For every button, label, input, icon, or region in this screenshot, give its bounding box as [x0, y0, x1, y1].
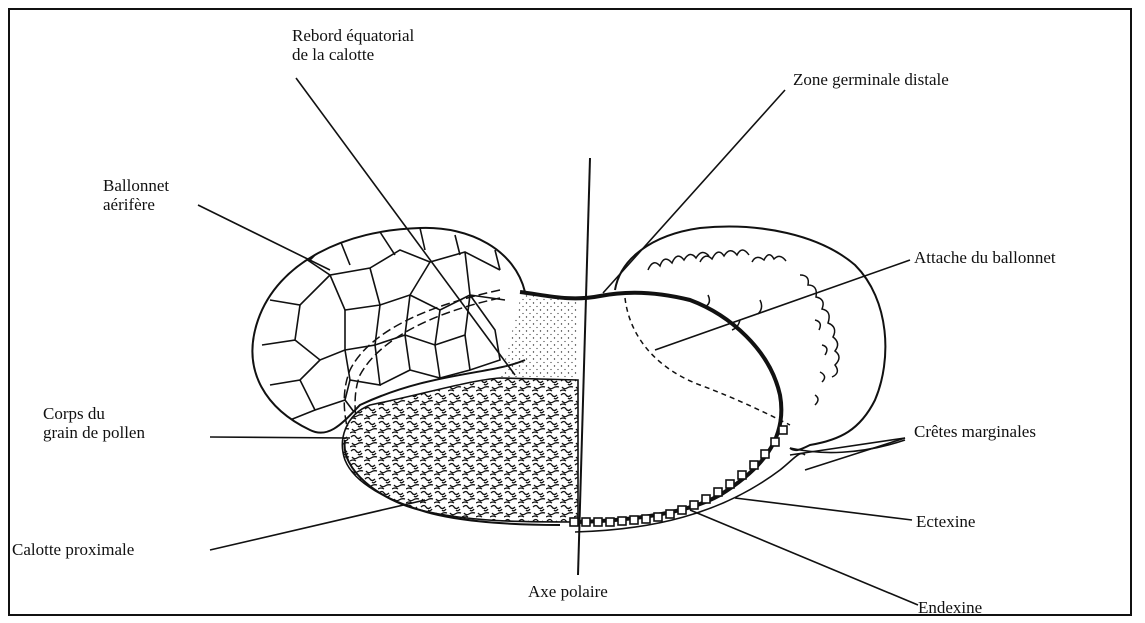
label-rebord-line2: de la calotte	[292, 45, 414, 64]
label-corps: Corps du grain de pollen	[43, 404, 145, 442]
label-rebord-line1: Rebord équatorial	[292, 26, 414, 45]
polar-axis	[578, 158, 590, 575]
label-calotte: Calotte proximale	[12, 540, 134, 559]
label-ballonnet-line2: aérifère	[103, 195, 169, 214]
label-ballonnet-line1: Ballonnet	[103, 176, 169, 195]
label-endexine: Endexine	[918, 598, 982, 617]
label-axe-polaire: Axe polaire	[528, 582, 608, 601]
label-rebord-equatorial: Rebord équatorial de la calotte	[292, 26, 414, 64]
label-corps-line1: Corps du	[43, 404, 145, 423]
label-corps-line2: grain de pollen	[43, 423, 145, 442]
label-attache: Attache du ballonnet	[914, 248, 1056, 267]
right-air-bladder	[615, 227, 905, 453]
label-ballonnet: Ballonnet aérifère	[103, 176, 169, 214]
label-cretes: Crêtes marginales	[914, 422, 1036, 441]
label-zone-germinale: Zone germinale distale	[793, 70, 949, 89]
label-ectexine: Ectexine	[916, 512, 975, 531]
